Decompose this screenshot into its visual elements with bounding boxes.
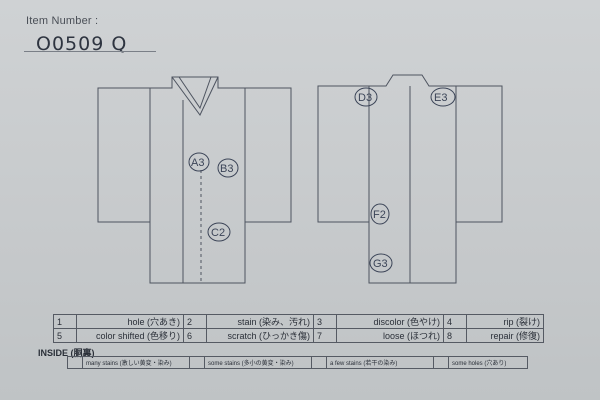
legend-row: 5 color shifted (色移り) 6 scratch (ひっかき傷) … <box>53 328 544 343</box>
legend-row: 1 hole (穴あき) 2 stain (染み、汚れ) 3 discolor … <box>53 314 544 329</box>
inside-option: some holes (穴あり) <box>448 356 528 369</box>
inside-option: many stains (激しい黄変・染み) <box>82 356 190 369</box>
marker-a3: A3 <box>191 157 204 169</box>
inside-condition-table: many stains (激しい黄変・染み) some stains (多小の黄… <box>67 356 528 369</box>
marker-d3: D3 <box>358 92 372 104</box>
legend-text: color shifted (色移り) <box>76 328 184 343</box>
inside-option: some stains (多小の黄変・染み) <box>204 356 312 369</box>
back-markers: D3 E3 F2 G3 <box>354 87 456 273</box>
marker-b3: B3 <box>220 163 233 175</box>
legend-num: 3 <box>313 314 337 329</box>
inside-row: many stains (激しい黄変・染み) some stains (多小の黄… <box>67 356 528 369</box>
inside-title: INSIDE (胴裏) <box>38 348 95 358</box>
back-view <box>317 74 503 284</box>
inside-checkbox[interactable] <box>433 356 449 369</box>
marker-c2-circle <box>207 222 231 242</box>
legend-text: repair (修復) <box>466 328 544 343</box>
marker-g3: G3 <box>373 258 388 270</box>
legend-text: hole (穴あき) <box>76 314 184 329</box>
marker-f2: F2 <box>373 209 386 221</box>
legend-num: 2 <box>183 314 207 329</box>
marker-c2: C2 <box>211 227 225 239</box>
inside-checkbox[interactable] <box>311 356 327 369</box>
item-number-underline <box>24 51 156 52</box>
inside-checkbox[interactable] <box>67 356 83 369</box>
legend-text: discolor (色やけ) <box>336 314 444 329</box>
item-number-value: O0509 Q <box>36 33 128 55</box>
marker-g3-circle <box>369 253 393 273</box>
marker-e3: E3 <box>434 92 447 104</box>
legend-text: loose (ほつれ) <box>336 328 444 343</box>
legend-text: stain (染み、汚れ) <box>206 314 314 329</box>
marker-a3-circle <box>188 152 210 172</box>
legend-num: 4 <box>443 314 467 329</box>
marker-b3-circle <box>217 158 239 178</box>
legend-num: 8 <box>443 328 467 343</box>
front-collar-outer <box>171 76 219 116</box>
legend-num: 7 <box>313 328 337 343</box>
legend-num: 1 <box>53 314 77 329</box>
inside-checkbox[interactable] <box>189 356 205 369</box>
legend-num: 5 <box>53 328 77 343</box>
marker-e3-circle <box>430 87 456 107</box>
item-number-label: Item Number : <box>26 15 99 27</box>
front-collar-inner <box>178 76 212 110</box>
inside-option: a few stains (若干の染み) <box>326 356 434 369</box>
marker-f2-circle <box>370 203 390 225</box>
front-markers: A3 B3 C2 <box>188 152 239 242</box>
damage-legend-table: 1 hole (穴あき) 2 stain (染み、汚れ) 3 discolor … <box>53 314 544 343</box>
marker-d3-circle <box>354 87 378 107</box>
legend-num: 6 <box>183 328 207 343</box>
legend-text: rip (裂け) <box>466 314 544 329</box>
legend-text: scratch (ひっかき傷) <box>206 328 314 343</box>
front-view <box>97 76 292 284</box>
